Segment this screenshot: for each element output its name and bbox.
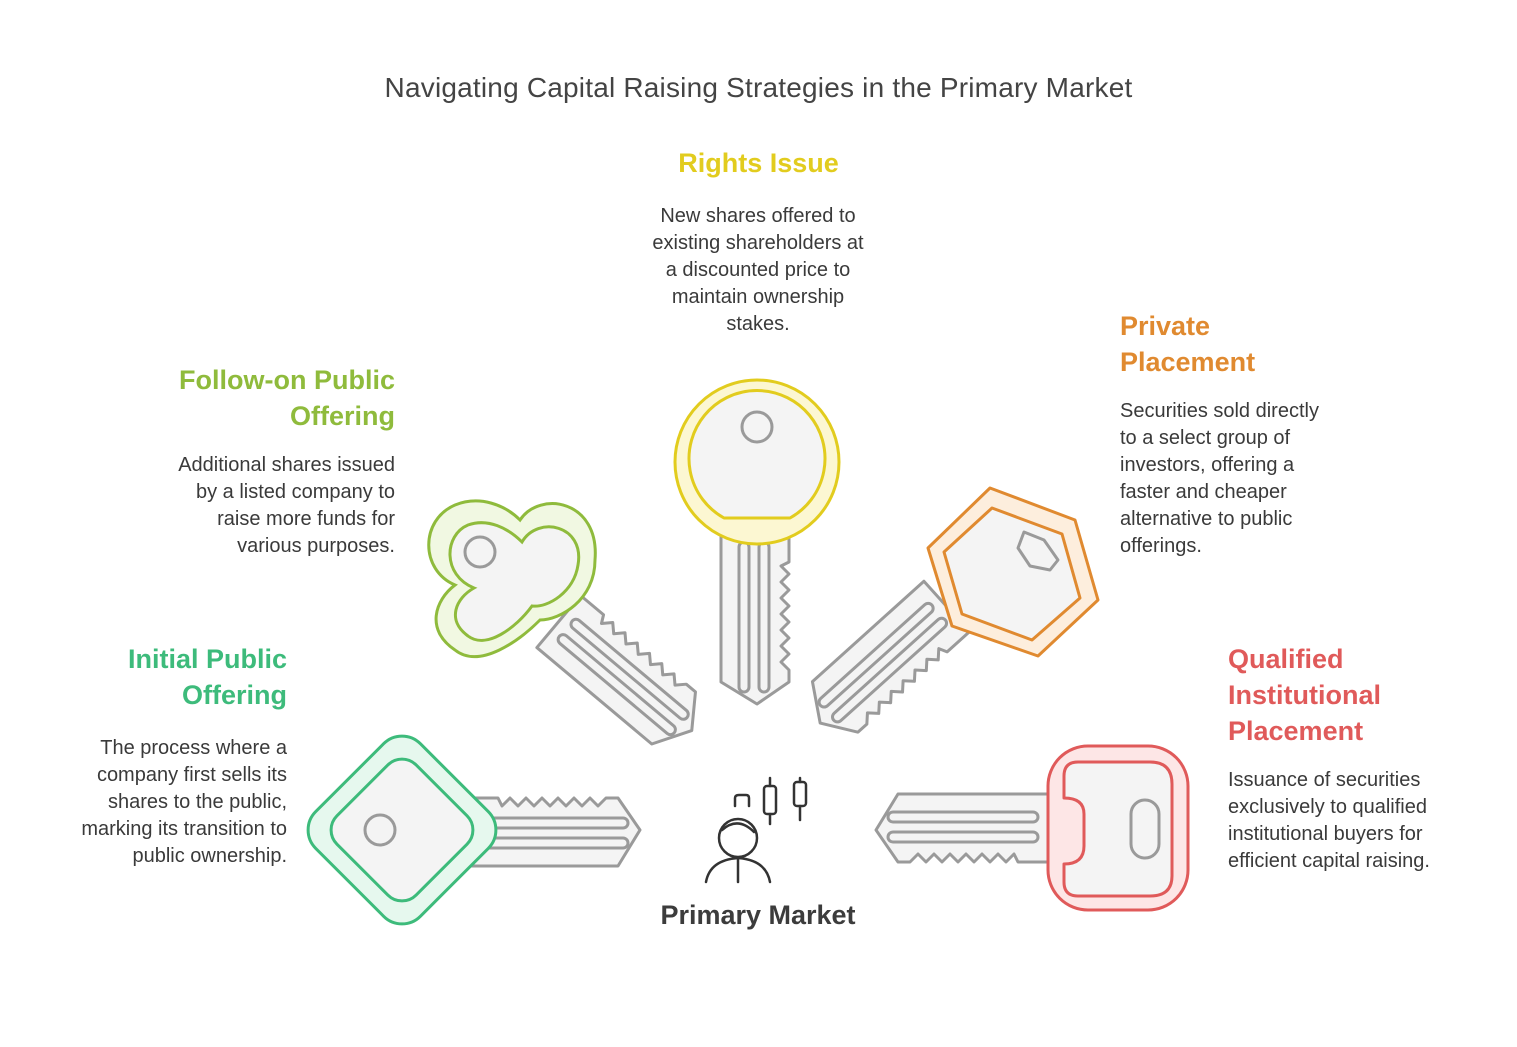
fpo-key-blade	[535, 593, 714, 760]
qip-description-line: exclusively to qualified	[1228, 796, 1427, 818]
ipo-key	[306, 734, 642, 926]
ipo-description-line: shares to the public,	[108, 791, 287, 813]
private-description-line: Securities sold directly	[1120, 400, 1319, 422]
private-heading: Private Placement	[1120, 308, 1380, 380]
private-key	[794, 486, 1100, 749]
qip-description: Issuance of securities exclusively to qu…	[1228, 767, 1508, 875]
qip-heading-line: Qualified	[1228, 644, 1344, 674]
ipo-heading: Initial Public Offering	[60, 641, 287, 713]
diagram-title: Navigating Capital Raising Strategies in…	[384, 72, 1133, 103]
rights-key	[673, 378, 841, 706]
diamond-key-icon	[306, 734, 498, 926]
ipo-description-line: company first sells its	[96, 764, 287, 786]
rights-key-blade	[719, 530, 791, 706]
private-heading-line: Placement	[1120, 347, 1256, 377]
ipo-description-line: marking its transition to	[81, 818, 287, 840]
fpo-heading-line: Offering	[290, 401, 395, 431]
fpo-description-line: Additional shares issued	[178, 454, 395, 476]
private-description-line: offerings.	[1120, 535, 1202, 557]
private-description-line: investors, offering a	[1120, 454, 1295, 476]
rights-heading-line: Rights Issue	[678, 148, 839, 178]
ipo-heading-line: Initial Public	[127, 644, 287, 674]
private-description-line: faster and cheaper	[1120, 481, 1287, 503]
investor-chart-icon	[704, 776, 808, 884]
private-description: Securities sold directly to a select gro…	[1120, 398, 1400, 560]
qip-key	[874, 744, 1190, 912]
qip-description-line: efficient capital raising.	[1228, 850, 1430, 872]
round-key-icon	[673, 378, 841, 546]
rights-description-line: New shares offered to	[660, 205, 856, 227]
qip-heading-line: Institutional	[1228, 680, 1381, 710]
fpo-description-line: various purposes.	[237, 535, 395, 557]
center-label: Primary Market	[660, 900, 856, 930]
qip-heading: Qualified Institutional Placement	[1228, 641, 1488, 749]
ipo-description-line: public ownership.	[132, 845, 287, 867]
qip-key-blade	[874, 792, 1050, 864]
fpo-heading: Follow-on Public Offering	[120, 362, 395, 434]
ipo-description: The process where a company first sells …	[20, 735, 287, 870]
fpo-heading-line: Follow-on Public	[179, 365, 395, 395]
cloverleaf-key-icon	[427, 499, 597, 658]
qip-heading-line: Placement	[1228, 716, 1364, 746]
fpo-key	[427, 499, 714, 760]
fpo-description-line: by a listed company to	[196, 481, 395, 503]
ipo-heading-line: Offering	[182, 680, 287, 710]
rights-description-line: stakes.	[726, 313, 790, 335]
qip-description-line: institutional buyers for	[1228, 823, 1423, 845]
private-key-blade	[794, 579, 971, 749]
ipo-description-line: The process where a	[100, 737, 287, 759]
hexagon-key-icon	[926, 486, 1100, 658]
private-description-line: to a select group of	[1120, 427, 1291, 449]
rights-description-line: existing shareholders at	[652, 232, 864, 254]
rights-description-line: maintain ownership	[671, 286, 845, 308]
fpo-description-line: raise more funds for	[217, 508, 395, 530]
fpo-description: Additional shares issued by a listed com…	[110, 452, 395, 560]
private-description-line: alternative to public	[1120, 508, 1293, 530]
rights-heading: Rights Issue	[600, 145, 917, 181]
rights-description: New shares offered to existing sharehold…	[598, 203, 918, 338]
rights-description-line: a discounted price to	[665, 259, 851, 281]
qip-description-line: Issuance of securities	[1228, 769, 1421, 791]
rounded-square-key-icon	[1046, 744, 1190, 912]
private-heading-line: Private	[1120, 311, 1211, 341]
